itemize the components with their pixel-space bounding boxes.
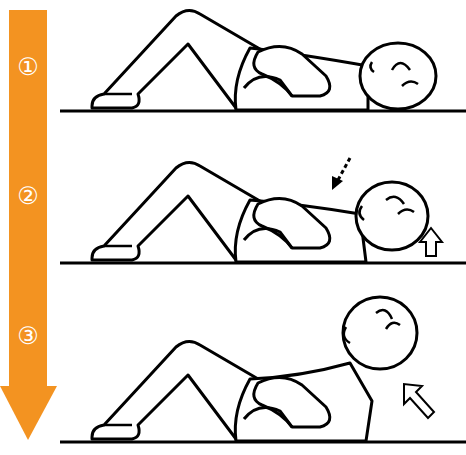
floor-line (60, 111, 466, 442)
motion-arrow (332, 158, 442, 256)
callout-number: ② (17, 184, 39, 208)
callout-number: ① (17, 55, 39, 79)
person-lying (92, 10, 436, 110)
person-head-lift (92, 297, 417, 441)
person-chin-tuck (92, 162, 428, 262)
motion-arrow (404, 384, 434, 418)
sequence-arrow (0, 10, 57, 440)
callout-number: ③ (17, 324, 39, 348)
